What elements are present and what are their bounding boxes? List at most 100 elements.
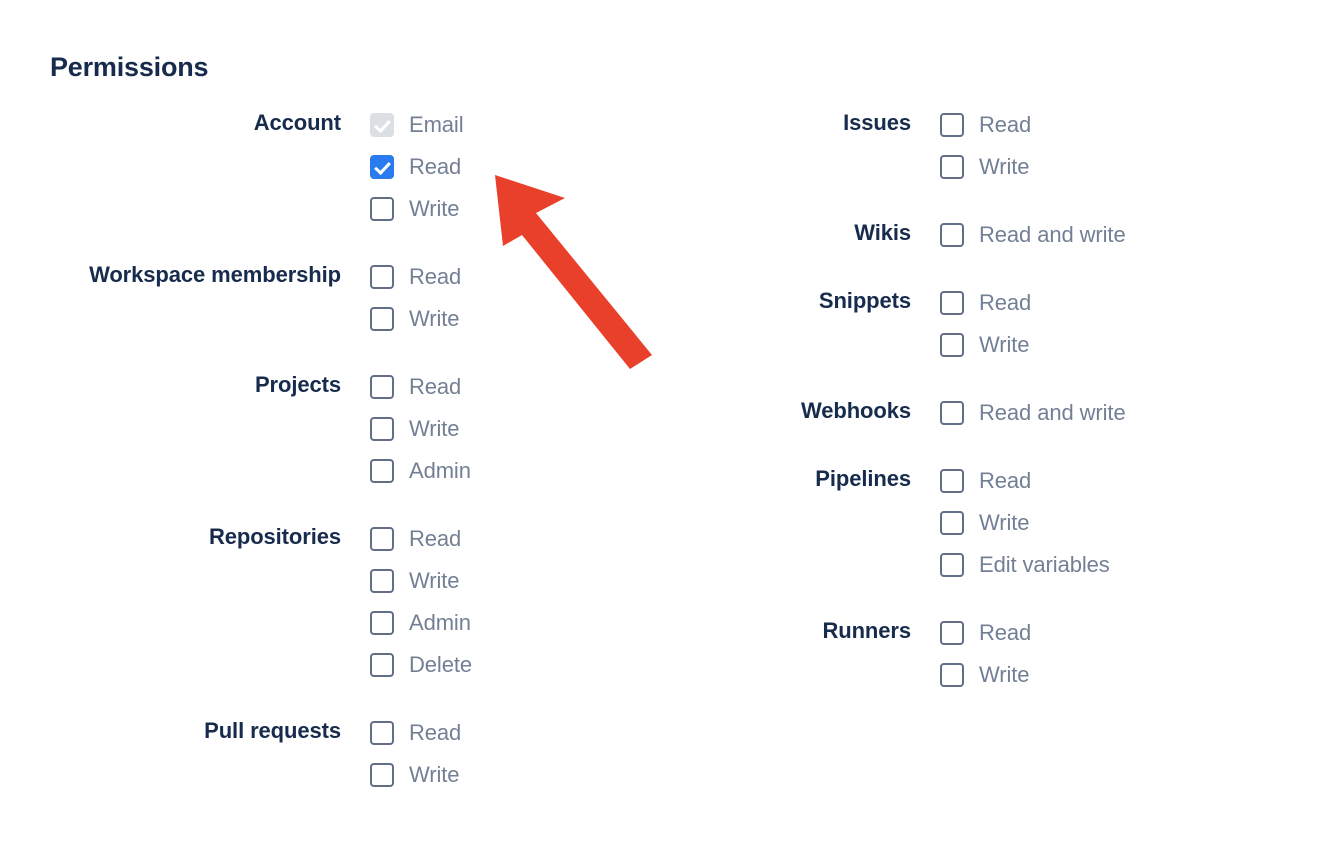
- checkbox-unchecked-icon[interactable]: [370, 197, 394, 221]
- permission-group-label: Issues: [843, 110, 911, 135]
- checkbox-row[interactable]: Admin: [370, 450, 660, 492]
- checkbox-unchecked-icon[interactable]: [940, 469, 964, 493]
- checkbox-unchecked-icon[interactable]: [940, 155, 964, 179]
- checkbox-row[interactable]: Read: [370, 712, 660, 754]
- checkbox-unchecked-icon[interactable]: [370, 265, 394, 289]
- permission-group-label: Projects: [254, 372, 341, 397]
- checkbox-row[interactable]: Read: [940, 460, 1230, 502]
- checkbox-unchecked-icon[interactable]: [370, 569, 394, 593]
- checkbox-checked-disabled-icon: [370, 113, 394, 137]
- checkbox-label: Read: [979, 620, 1032, 645]
- checkbox-row[interactable]: Write: [940, 146, 1230, 188]
- checkbox-unchecked-icon[interactable]: [370, 653, 394, 677]
- checkbox-unchecked-icon[interactable]: [370, 527, 394, 551]
- checkbox-label: Read: [979, 468, 1032, 493]
- checkbox-label: Read: [409, 264, 462, 289]
- checkbox-unchecked-icon[interactable]: [370, 763, 394, 787]
- checkbox-unchecked-icon[interactable]: [940, 291, 964, 315]
- checkbox-label: Write: [409, 762, 460, 787]
- checkbox-row[interactable]: Write: [370, 754, 660, 796]
- checkbox-label: Email: [409, 112, 464, 137]
- checkbox-label: Admin: [409, 610, 471, 635]
- checkbox-label: Write: [979, 510, 1030, 535]
- checkbox-row[interactable]: Read: [370, 518, 660, 560]
- checkbox-row[interactable]: Write: [370, 560, 660, 602]
- checkbox-unchecked-icon[interactable]: [940, 223, 964, 247]
- checkbox-unchecked-icon[interactable]: [940, 511, 964, 535]
- checkbox-row[interactable]: Write: [940, 502, 1230, 544]
- checkbox-row[interactable]: Edit variables: [940, 544, 1230, 586]
- permission-group-label: Webhooks: [800, 398, 911, 423]
- checkbox-label: Write: [409, 196, 460, 221]
- permission-group-label: Wikis: [854, 220, 911, 245]
- permission-group-label: Runners: [822, 618, 911, 643]
- permission-group-label: Repositories: [208, 524, 341, 549]
- checkbox-label: Write: [409, 568, 460, 593]
- checkbox-row[interactable]: Write: [370, 188, 660, 230]
- checkbox-label: Read: [979, 112, 1032, 137]
- checkbox-row[interactable]: Read: [370, 366, 660, 408]
- checkbox-row[interactable]: Write: [370, 298, 660, 340]
- checkbox-unchecked-icon[interactable]: [370, 307, 394, 331]
- checkbox-unchecked-icon[interactable]: [940, 621, 964, 645]
- checkbox-label: Read: [409, 374, 462, 399]
- checkbox-label: Read: [409, 526, 462, 551]
- permission-group: Webhooks Read and write: [570, 392, 1230, 434]
- checkbox-label: Write: [409, 416, 460, 441]
- checkbox-unchecked-icon[interactable]: [940, 401, 964, 425]
- checkbox-label: Write: [409, 306, 460, 331]
- checkbox-row[interactable]: Read: [940, 282, 1230, 324]
- checkbox-row[interactable]: Read: [370, 146, 660, 188]
- checkbox-label: Read: [409, 720, 462, 745]
- checkbox-row[interactable]: Write: [940, 324, 1230, 366]
- checkbox-checked-icon[interactable]: [370, 155, 394, 179]
- checkbox-label: Read: [409, 154, 462, 179]
- permission-option-list: Read and write: [911, 214, 1230, 256]
- checkbox-label: Read and write: [979, 222, 1126, 247]
- checkbox-unchecked-icon[interactable]: [370, 375, 394, 399]
- checkbox-row[interactable]: Email: [370, 104, 660, 146]
- checkbox-unchecked-icon[interactable]: [370, 721, 394, 745]
- checkbox-row[interactable]: Read: [940, 104, 1230, 146]
- checkbox-label: Read and write: [979, 400, 1126, 425]
- checkbox-unchecked-icon[interactable]: [370, 417, 394, 441]
- checkbox-row[interactable]: Read: [370, 256, 660, 298]
- page-title: Permissions: [50, 52, 209, 82]
- checkbox-label: Admin: [409, 458, 471, 483]
- checkbox-unchecked-icon[interactable]: [940, 553, 964, 577]
- checkbox-row[interactable]: Read: [940, 612, 1230, 654]
- checkbox-row[interactable]: Read and write: [940, 392, 1230, 434]
- permission-group-label: Account: [253, 110, 341, 135]
- checkbox-unchecked-icon[interactable]: [940, 113, 964, 137]
- checkbox-row[interactable]: Read and write: [940, 214, 1230, 256]
- checkbox-label: Delete: [409, 652, 472, 677]
- checkbox-row[interactable]: Write: [370, 408, 660, 450]
- permission-group-label: Snippets: [818, 288, 911, 313]
- checkbox-label: Edit variables: [979, 552, 1110, 577]
- checkbox-unchecked-icon[interactable]: [940, 663, 964, 687]
- permission-group-label: Pull requests: [204, 718, 341, 743]
- permission-option-list: Read and write: [911, 392, 1230, 434]
- checkbox-label: Write: [979, 154, 1030, 179]
- checkbox-unchecked-icon[interactable]: [370, 459, 394, 483]
- checkbox-row[interactable]: Delete: [370, 644, 660, 686]
- checkbox-unchecked-icon[interactable]: [940, 333, 964, 357]
- checkbox-unchecked-icon[interactable]: [370, 611, 394, 635]
- checkbox-label: Read: [979, 290, 1032, 315]
- checkbox-row[interactable]: Write: [940, 654, 1230, 696]
- permission-group-label: Pipelines: [815, 466, 911, 491]
- checkbox-row[interactable]: Admin: [370, 602, 660, 644]
